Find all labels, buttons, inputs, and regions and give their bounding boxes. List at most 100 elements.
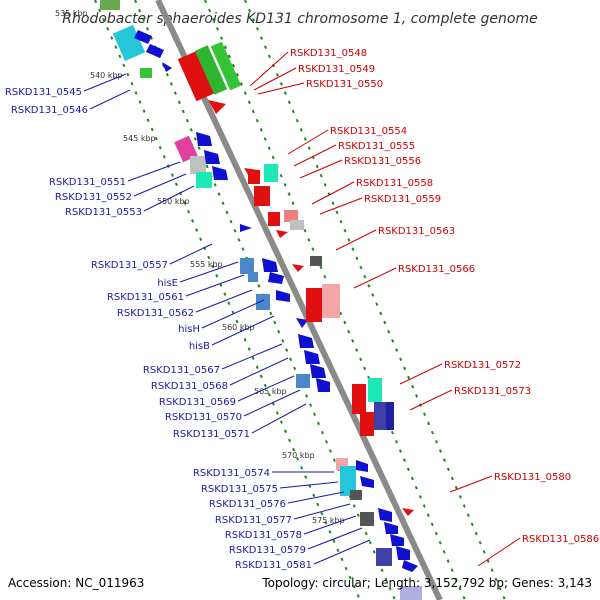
gene-block[interactable] — [100, 0, 120, 10]
gene-block[interactable] — [210, 41, 242, 91]
gene-arrow[interactable] — [276, 230, 288, 238]
gene-block[interactable] — [322, 284, 340, 318]
leader-line — [201, 299, 265, 329]
gene-label-RSKD131_0556[interactable]: RSKD131_0556 — [344, 156, 421, 167]
gene-block[interactable] — [112, 24, 146, 62]
gene-block[interactable] — [268, 212, 280, 226]
gene-block[interactable] — [196, 172, 212, 188]
gene-label-RSKD131_0557[interactable]: RSKD131_0557 — [91, 260, 168, 271]
gene-label-hisH[interactable]: hisH — [178, 324, 200, 335]
gene-block[interactable] — [284, 210, 298, 222]
gene-block[interactable] — [240, 258, 254, 274]
gene-arrow[interactable] — [276, 290, 290, 302]
gene-arrow[interactable] — [296, 318, 308, 328]
gene-arrow[interactable] — [402, 508, 414, 516]
gene-label-RSKD131_0548[interactable]: RSKD131_0548 — [290, 48, 367, 59]
gene-label-RSKD131_0551[interactable]: RSKD131_0551 — [49, 177, 126, 188]
gene-arrow[interactable] — [384, 522, 398, 534]
gene-label-RSKD131_0554[interactable]: RSKD131_0554 — [330, 126, 407, 137]
gene-label-RSKD131_0571[interactable]: RSKD131_0571 — [173, 429, 250, 440]
gene-label-RSKD131_0545[interactable]: RSKD131_0545 — [5, 87, 82, 98]
gene-label-hisE[interactable]: hisE — [157, 278, 178, 289]
gene-arrow[interactable] — [304, 350, 320, 364]
gene-label-RSKD131_0586[interactable]: RSKD131_0586 — [522, 534, 599, 545]
gene-label-RSKD131_0577[interactable]: RSKD131_0577 — [215, 515, 292, 526]
gene-block[interactable] — [290, 220, 304, 230]
gene-block[interactable] — [360, 512, 374, 526]
gene-label-RSKD131_0546[interactable]: RSKD131_0546 — [11, 105, 88, 116]
gene-arrow[interactable] — [208, 100, 226, 114]
gene-block[interactable] — [248, 170, 260, 184]
gene-block[interactable] — [190, 156, 206, 174]
gene-arrow[interactable] — [196, 132, 212, 146]
gene-arrow[interactable] — [146, 44, 164, 58]
gene-label-RSKD131_0567[interactable]: RSKD131_0567 — [143, 365, 220, 376]
gene-label-RSKD131_0575[interactable]: RSKD131_0575 — [201, 484, 278, 495]
gene-arrow[interactable] — [204, 150, 220, 164]
gene-block[interactable] — [256, 294, 270, 310]
gene-block[interactable] — [400, 586, 422, 600]
kbp-tick-550: 550 kbp — [157, 197, 190, 206]
gene-label-RSKD131_0574[interactable]: RSKD131_0574 — [193, 468, 270, 479]
gene-label-RSKD131_0550[interactable]: RSKD131_0550 — [306, 79, 383, 90]
gene-arrow[interactable] — [402, 560, 418, 572]
gene-arrow[interactable] — [378, 508, 392, 522]
gene-block[interactable] — [194, 45, 228, 95]
gene-label-RSKD131_0569[interactable]: RSKD131_0569 — [159, 397, 236, 408]
gene-block[interactable] — [368, 378, 382, 402]
gene-arrow[interactable] — [268, 272, 284, 284]
gene-block[interactable] — [174, 135, 198, 163]
gene-arrow[interactable] — [240, 224, 252, 232]
gene-block[interactable] — [254, 186, 270, 206]
gene-label-RSKD131_0573[interactable]: RSKD131_0573 — [454, 386, 531, 397]
gene-label-RSKD131_0559[interactable]: RSKD131_0559 — [364, 194, 441, 205]
gene-label-RSKD131_0576[interactable]: RSKD131_0576 — [209, 499, 286, 510]
gene-label-RSKD131_0580[interactable]: RSKD131_0580 — [494, 472, 571, 483]
gene-label-RSKD131_0561[interactable]: RSKD131_0561 — [107, 292, 184, 303]
gene-arrow[interactable] — [360, 476, 374, 488]
gene-label-RSKD131_0578[interactable]: RSKD131_0578 — [225, 530, 302, 541]
gene-block[interactable] — [296, 374, 310, 388]
gene-label-RSKD131_0549[interactable]: RSKD131_0549 — [298, 64, 375, 75]
gene-block[interactable] — [374, 402, 388, 430]
leader-line — [127, 161, 181, 182]
gene-label-RSKD131_0563[interactable]: RSKD131_0563 — [378, 226, 455, 237]
gene-block[interactable] — [386, 402, 394, 430]
gene-label-RSKD131_0555[interactable]: RSKD131_0555 — [338, 141, 415, 152]
gene-arrow[interactable] — [134, 30, 152, 44]
gene-arrow[interactable] — [396, 546, 410, 560]
gene-block[interactable] — [140, 68, 152, 78]
gene-block[interactable] — [248, 272, 258, 282]
gene-label-RSKD131_0572[interactable]: RSKD131_0572 — [444, 360, 521, 371]
gene-arrow[interactable] — [310, 364, 326, 378]
gene-arrow[interactable] — [262, 258, 278, 272]
gene-arrow[interactable] — [162, 62, 172, 72]
gene-block[interactable] — [360, 412, 374, 436]
gene-label-RSKD131_0568[interactable]: RSKD131_0568 — [151, 381, 228, 392]
gene-label-RSKD131_0552[interactable]: RSKD131_0552 — [55, 192, 132, 203]
gene-label-hisB[interactable]: hisB — [189, 341, 210, 352]
gene-block[interactable] — [376, 548, 392, 566]
kbp-tick-555: 555 kbp — [190, 260, 223, 269]
gene-arrow[interactable] — [212, 166, 228, 180]
gene-label-RSKD131_0558[interactable]: RSKD131_0558 — [356, 178, 433, 189]
gene-block[interactable] — [306, 288, 322, 322]
gene-label-RSKD131_0566[interactable]: RSKD131_0566 — [398, 264, 475, 275]
gene-label-RSKD131_0570[interactable]: RSKD131_0570 — [165, 412, 242, 423]
gene-label-RSKD131_0581[interactable]: RSKD131_0581 — [235, 560, 312, 571]
gene-block[interactable] — [310, 256, 322, 266]
gene-label-RSKD131_0579[interactable]: RSKD131_0579 — [229, 545, 306, 556]
gene-block[interactable] — [350, 490, 362, 500]
gene-label-RSKD131_0553[interactable]: RSKD131_0553 — [65, 207, 142, 218]
gene-block[interactable] — [177, 48, 221, 102]
gene-arrow[interactable] — [356, 460, 368, 472]
gene-block[interactable] — [264, 164, 278, 182]
gene-arrow[interactable] — [298, 334, 314, 348]
gene-label-RSKD131_0562[interactable]: RSKD131_0562 — [117, 308, 194, 319]
gene-arrow[interactable] — [292, 264, 304, 272]
gene-block[interactable] — [352, 384, 366, 414]
gene-block[interactable] — [340, 466, 356, 496]
gene-arrow[interactable] — [316, 378, 330, 392]
gene-arrow[interactable] — [390, 534, 404, 546]
